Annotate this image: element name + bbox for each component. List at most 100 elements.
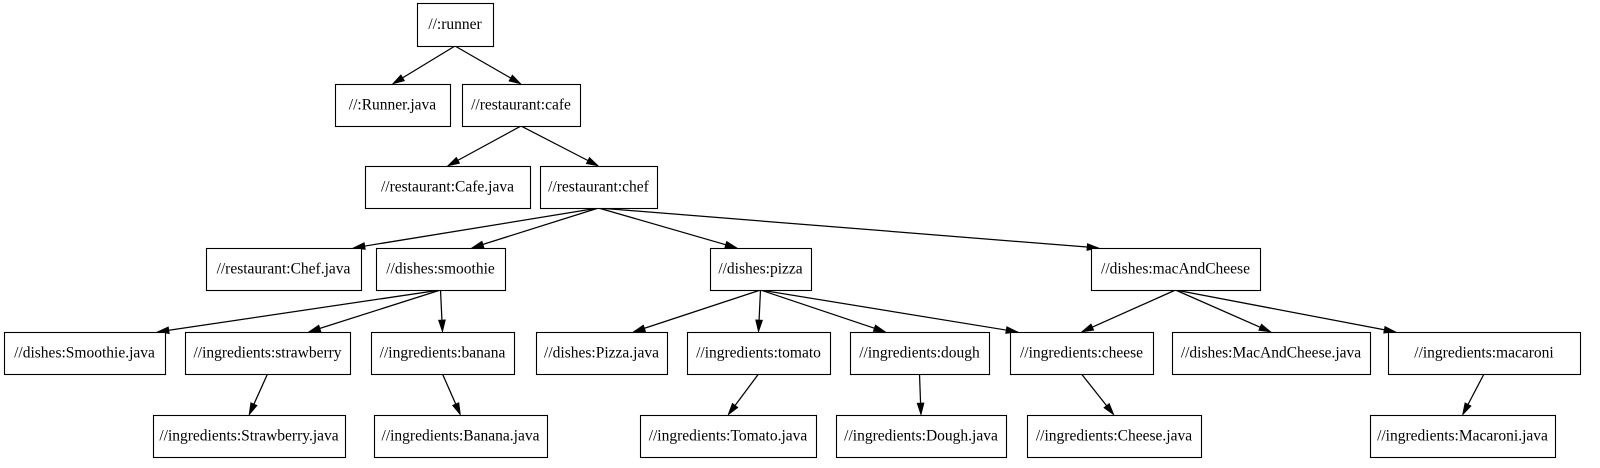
- edge-ingredients-macaroni-to-ingredients-macaroni-java: [1462, 373, 1485, 416]
- edge-line: [1175, 289, 1261, 328]
- node-dishes-pizza[interactable]: //dishes:pizza: [709, 247, 813, 292]
- edge-line: [253, 373, 269, 405]
- arrowhead-icon: [916, 402, 925, 417]
- arrowhead-icon: [724, 240, 739, 249]
- arrowhead-icon: [451, 402, 461, 416]
- node-label: //dishes:pizza: [718, 261, 802, 278]
- node-box[interactable]: [375, 247, 507, 292]
- node-box[interactable]: [370, 331, 516, 376]
- node-label: //ingredients:macaroni: [1414, 345, 1554, 362]
- node-dishes-smoothie[interactable]: //dishes:smoothie: [375, 247, 507, 292]
- node-ingredients-banana-java[interactable]: //ingredients:Banana.java: [373, 414, 549, 459]
- edge-restaurant-chef-to-dishes-smoothie: [470, 207, 599, 249]
- node-box[interactable]: [184, 331, 352, 376]
- edge-ingredients-cheese-to-ingredients-cheese-java: [1081, 373, 1115, 416]
- node-label: //ingredients:Cheese.java: [1036, 428, 1192, 445]
- node-box[interactable]: [334, 83, 452, 128]
- node-ingredients-macaroni[interactable]: //ingredients:macaroni: [1387, 331, 1582, 376]
- node-ingredients-cheese[interactable]: //ingredients:cheese: [1009, 331, 1155, 376]
- edge-line: [1175, 289, 1385, 331]
- arrowhead-icon: [755, 319, 763, 334]
- edge-line: [760, 289, 1007, 331]
- node-runner-java[interactable]: //:Runner.java: [334, 83, 452, 128]
- node-runner[interactable]: //:runner: [416, 2, 495, 48]
- edge-runner-to-restaurant-cafe: [454, 45, 522, 85]
- node-ingredients-dough-java[interactable]: //ingredients:Dough.java: [835, 414, 1008, 459]
- node-label: //ingredients:Banana.java: [382, 428, 540, 445]
- node-label: //dishes:Smoothie.java: [14, 345, 155, 362]
- node-restaurant-chef[interactable]: //restaurant:chef: [539, 165, 659, 210]
- node-box[interactable]: [1171, 331, 1372, 376]
- node-ingredients-banana[interactable]: //ingredients:banana: [370, 331, 516, 376]
- node-ingredients-tomato[interactable]: //ingredients:tomato: [686, 331, 832, 376]
- node-ingredients-tomato-java[interactable]: //ingredients:Tomato.java: [639, 414, 818, 459]
- node-dishes-pizza-java[interactable]: //dishes:Pizza.java: [535, 331, 669, 376]
- edge-dishes-smoothie-to-dishes-smoothie-java: [155, 289, 441, 335]
- edge-ingredients-tomato-to-ingredients-tomato-java: [727, 373, 760, 416]
- node-box[interactable]: [1009, 331, 1155, 376]
- edge-dishes-pizza-to-ingredients-cheese: [760, 289, 1020, 334]
- edge-layer: [155, 45, 1485, 417]
- edge-line: [1081, 373, 1108, 406]
- node-ingredients-macaroni-java[interactable]: //ingredients:Macaroni.java: [1369, 414, 1557, 459]
- arrowhead-icon: [446, 156, 461, 167]
- arrowhead-icon: [632, 324, 647, 333]
- node-label: //ingredients:Dough.java: [844, 428, 998, 445]
- node-box[interactable]: [1387, 331, 1582, 376]
- arrowhead-icon: [1462, 402, 1472, 416]
- node-dishes-macandcheese-java[interactable]: //dishes:MacAndCheese.java: [1171, 331, 1372, 376]
- edge-line: [644, 289, 761, 329]
- arrowhead-icon: [1258, 323, 1272, 333]
- edge-dishes-macandcheese-to-dishes-macandcheese-java: [1175, 289, 1272, 333]
- node-box[interactable]: [3, 331, 167, 376]
- node-box[interactable]: [205, 247, 363, 292]
- node-restaurant-cafe-java[interactable]: //restaurant:Cafe.java: [364, 165, 532, 210]
- node-box[interactable]: [152, 414, 347, 459]
- edge-line: [1467, 373, 1485, 405]
- edge-line: [439, 289, 443, 321]
- node-dishes-macandcheese[interactable]: //dishes:macAndCheese: [1090, 247, 1262, 292]
- node-box[interactable]: [686, 331, 832, 376]
- node-label: //restaurant:chef: [548, 179, 650, 196]
- edge-line: [454, 45, 511, 79]
- node-box[interactable]: [849, 331, 991, 376]
- node-box[interactable]: [835, 414, 1008, 459]
- node-box[interactable]: [1369, 414, 1557, 459]
- edge-restaurant-chef-to-dishes-pizza: [598, 207, 739, 249]
- node-box[interactable]: [1090, 247, 1262, 292]
- node-box[interactable]: [373, 414, 549, 459]
- node-label: //ingredients:Tomato.java: [649, 428, 808, 445]
- arrowhead-icon: [1080, 323, 1095, 333]
- arrowhead-icon: [470, 240, 485, 249]
- node-label: //ingredients:dough: [859, 345, 980, 362]
- node-box[interactable]: [364, 165, 532, 210]
- edge-line: [482, 207, 599, 245]
- edge-line: [1092, 289, 1176, 328]
- node-dishes-smoothie-java[interactable]: //dishes:Smoothie.java: [3, 331, 167, 376]
- edge-line: [598, 207, 1088, 248]
- node-box[interactable]: [639, 414, 818, 459]
- node-ingredients-cheese-java[interactable]: //ingredients:Cheese.java: [1026, 414, 1203, 459]
- node-box[interactable]: [539, 165, 659, 210]
- node-label: //dishes:Pizza.java: [544, 345, 659, 362]
- arrowhead-icon: [391, 74, 406, 85]
- edge-dishes-smoothie-to-ingredients-strawberry: [307, 289, 441, 333]
- node-label: //ingredients:banana: [380, 345, 506, 362]
- edge-dishes-macandcheese-to-ingredients-macaroni: [1175, 289, 1398, 334]
- node-box[interactable]: [535, 331, 669, 376]
- edge-line: [402, 45, 456, 79]
- node-restaurant-cafe[interactable]: //restaurant:cafe: [461, 83, 582, 128]
- node-box[interactable]: [709, 247, 813, 292]
- node-box[interactable]: [416, 2, 495, 48]
- edge-ingredients-dough-to-ingredients-dough-java: [916, 373, 925, 417]
- edge-dishes-smoothie-to-ingredients-banana: [438, 289, 446, 334]
- edge-restaurant-chef-to-restaurant-chef-java: [351, 207, 599, 250]
- node-box[interactable]: [461, 83, 582, 128]
- node-ingredients-strawberry-java[interactable]: //ingredients:Strawberry.java: [152, 414, 347, 459]
- node-box[interactable]: [1026, 414, 1203, 459]
- node-restaurant-chef-java[interactable]: //restaurant:Chef.java: [205, 247, 363, 292]
- node-ingredients-strawberry[interactable]: //ingredients:strawberry: [184, 331, 352, 376]
- node-ingredients-dough[interactable]: //ingredients:dough: [849, 331, 991, 376]
- node-label: //restaurant:Cafe.java: [381, 179, 514, 196]
